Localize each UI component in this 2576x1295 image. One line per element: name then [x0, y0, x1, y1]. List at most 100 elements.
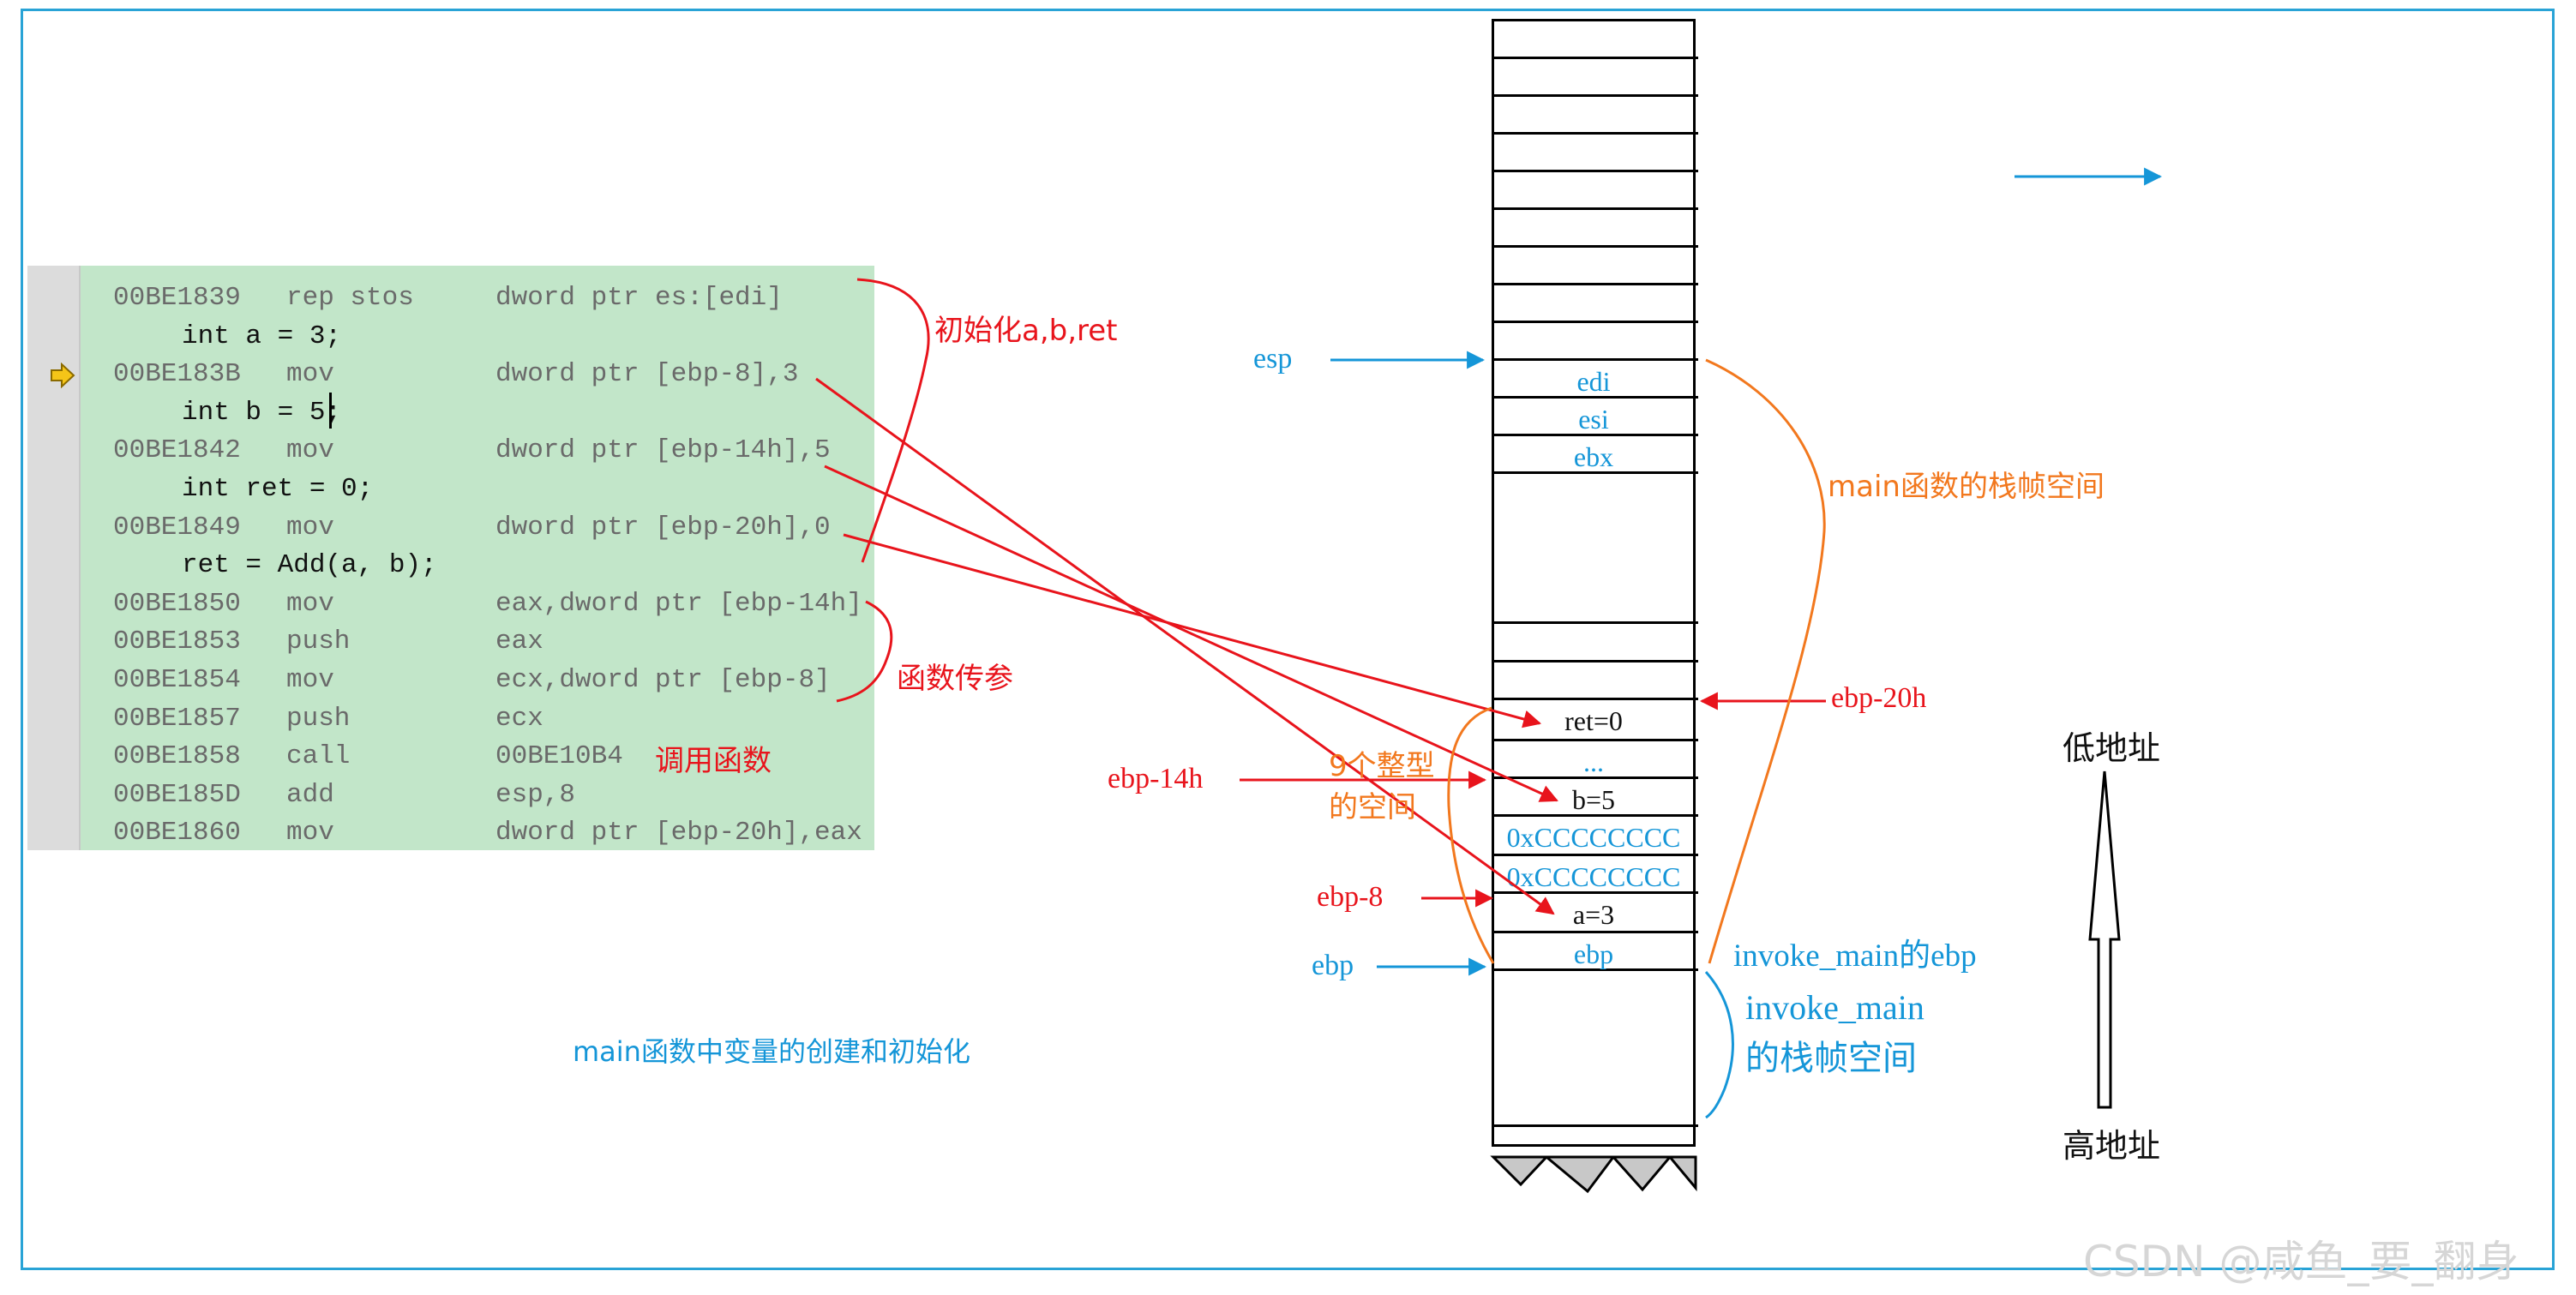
asm-opcode: mov [286, 435, 334, 466]
nine-ints-label-line1: 9个整型 [1329, 749, 1435, 783]
asm-opcode: push [286, 627, 351, 657]
address-direction-arrow-icon [2088, 770, 2121, 1109]
stack-cell-divider [1494, 396, 1698, 399]
text-caret [329, 393, 332, 429]
asm-address: 00BE1850 [113, 588, 241, 619]
assign-ret-arrow [843, 533, 1542, 728]
stack-cell-divider [1494, 207, 1698, 210]
asm-opcode: rep stos [286, 283, 414, 313]
stack-cell-divider [1494, 434, 1698, 436]
main-frame-label: main函数的栈帧空间 [1828, 470, 2105, 504]
main-frame-brace [1705, 358, 1826, 964]
asm-address: 00BE1849 [113, 512, 241, 543]
assign-b-arrow [824, 465, 1558, 802]
current-instruction-arrow-icon [51, 363, 75, 388]
asm-address: 00BE1842 [113, 435, 241, 466]
stack-bottom-jag-icon-4 [1666, 1155, 1697, 1192]
stack-cell-divider [1494, 621, 1698, 624]
stack-cell-divider [1494, 776, 1698, 779]
stack-cell-divider [1494, 94, 1698, 97]
param-pass-label: 函数传参 [897, 662, 1013, 696]
invoke-main-label-line2: 的栈帧空间 [1745, 1039, 1917, 1078]
nine-ints-label-line2: 的空间 [1329, 790, 1416, 824]
watermark: CSDN @咸鱼_要_翻身 [2083, 1237, 2519, 1286]
diagram-caption: main函数中变量的创建和初始化 [573, 1035, 970, 1068]
ebp-label: ebp [1312, 950, 1354, 981]
stack-cell-divider [1494, 891, 1698, 894]
asm-opcode: mov [286, 665, 334, 695]
asm-operand: esp,8 [495, 779, 576, 810]
asm-opcode: mov [286, 818, 334, 848]
code-gutter [27, 266, 81, 850]
asm-opcode: push [286, 703, 351, 734]
esp-label: esp [1253, 343, 1293, 375]
stack-cell-divider [1494, 968, 1698, 971]
asm-opcode: call [286, 741, 351, 772]
asm-operand: eax,dword ptr [ebp-14h] [495, 588, 862, 619]
invoke-main-frame-brace [1704, 971, 1734, 1119]
asm-address: 00BE1860 [113, 818, 241, 848]
stack-cell-divider [1494, 321, 1698, 323]
asm-opcode: mov [286, 588, 334, 619]
assign-a-arrow [815, 377, 1555, 915]
stack-cell-ret: ret=0 [1564, 705, 1623, 736]
stack-cell-cc1: 0xCCCCCCCC [1506, 822, 1681, 853]
asm-operand: dword ptr [ebp-8],3 [495, 359, 799, 390]
asm-address: 00BE1854 [113, 665, 241, 695]
stack-cell-divider [1494, 931, 1698, 933]
asm-address: 00BE1858 [113, 741, 241, 772]
stack-cell-divider [1494, 739, 1698, 741]
stack-cell-divider [1494, 660, 1698, 662]
asm-address: 00BE1857 [113, 703, 241, 734]
ebp-14h-label: ebp-14h [1108, 763, 1204, 794]
param-brace [836, 600, 893, 703]
stack-cell-divider [1494, 283, 1698, 285]
asm-operand: dword ptr [ebp-20h],0 [495, 512, 831, 543]
asm-address: 00BE183B [113, 359, 241, 390]
source-text: ret = Add(a, b); [182, 550, 437, 581]
stack-cell-divider [1494, 814, 1698, 817]
stack-cell-edi: edi [1576, 366, 1611, 397]
init-label: 初始化a,b,ret [934, 314, 1118, 348]
stack-cell-divider [1494, 132, 1698, 135]
asm-opcode: mov [286, 359, 334, 390]
stack-cell-ebp: ebp [1573, 938, 1614, 969]
call-func-label: 调用函数 [655, 744, 772, 778]
asm-opcode: mov [286, 512, 334, 543]
asm-address: 00BE1853 [113, 627, 241, 657]
diagram-frame [21, 9, 2555, 1270]
low-address-label: 低地址 [2063, 729, 2161, 767]
high-address-label: 高地址 [2063, 1127, 2161, 1165]
asm-address: 00BE1839 [113, 283, 241, 313]
source-text: int ret = 0; [182, 474, 374, 504]
stack-bottom-jag-icon [1490, 1155, 1550, 1187]
stack-cell-divider [1494, 698, 1698, 700]
invoke-main-ebp-label: invoke_main的ebp [1733, 938, 1977, 974]
invoke-main-label-line1: invoke_main [1745, 988, 1924, 1027]
stack-cell-dots: ... [1583, 746, 1604, 777]
asm-operand: ecx [495, 703, 543, 734]
stack-cell-divider [1494, 57, 1698, 59]
asm-opcode: add [286, 779, 334, 810]
nine-ints-brace [1447, 706, 1495, 964]
stack-bottom-jag-icon-3 [1610, 1155, 1673, 1192]
stack-cell-a: a=3 [1572, 899, 1615, 930]
stack-cell-b: b=5 [1571, 784, 1616, 815]
asm-operand: eax [495, 627, 543, 657]
asm-operand: ecx,dword ptr [ebp-8] [495, 665, 831, 695]
asm-operand: dword ptr [ebp-14h],5 [495, 435, 831, 466]
source-text: int a = 3; [182, 321, 342, 351]
asm-operand: dword ptr [ebp-20h],eax [495, 818, 862, 848]
stack-bottom-jag-icon-2 [1542, 1155, 1616, 1194]
stack-cell-divider [1494, 854, 1698, 856]
stack-cell-ebx: ebx [1573, 441, 1614, 472]
source-text: int b = 5; [182, 397, 342, 428]
stack-cell-divider [1494, 471, 1698, 474]
ebp-8-label: ebp-8 [1317, 881, 1384, 913]
init-brace [856, 278, 930, 563]
stack-cell-divider [1494, 1124, 1698, 1127]
asm-address: 00BE185D [113, 779, 241, 810]
